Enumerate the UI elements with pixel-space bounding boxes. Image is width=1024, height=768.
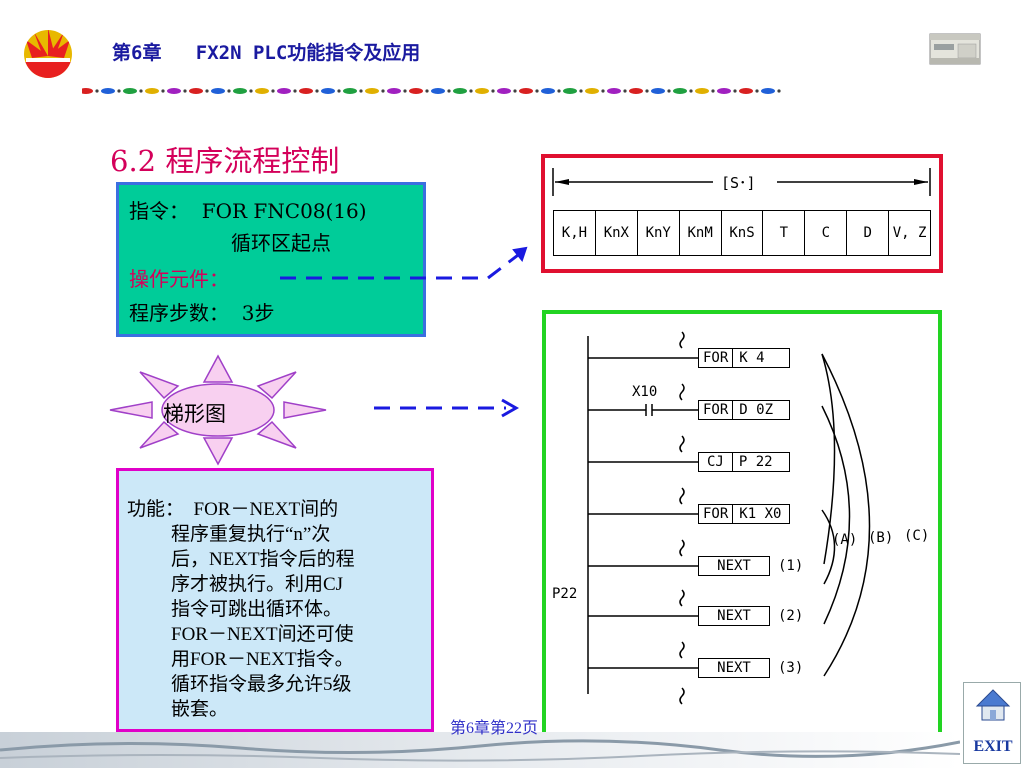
ladder-op: NEXT — [698, 606, 770, 626]
operand-cell: V, Z — [892, 225, 927, 241]
ladder-arg: D 0Z — [739, 402, 774, 418]
instruction-box: 指令： FOR FNC08(16) 循环区起点 操作元件： 程序步数： 3步 — [116, 182, 426, 337]
ladder-arg: P 22 — [738, 454, 773, 470]
ladder-op: NEXT — [698, 658, 770, 678]
ladder-instruction: FOR K1 X0 — [698, 504, 791, 524]
operand-bracket-label: [S･] — [721, 174, 756, 192]
ladder-diagram-label: 梯形图 — [163, 402, 226, 426]
function-line: 功能： FOR－NEXT间的 — [127, 499, 339, 520]
contact-label: X10 — [632, 384, 658, 400]
operand-bracket — [552, 168, 931, 196]
instruction-description: 循环区起点 — [231, 231, 331, 255]
section-title: 6.2 程序流程控制 — [110, 144, 340, 178]
company-logo — [24, 30, 72, 78]
ladder-instruction: FOR K 4 — [698, 348, 791, 368]
operand-cell: KnY — [638, 211, 680, 255]
ladder-op: CJ — [699, 453, 733, 471]
pointer-label: P22 — [552, 586, 578, 602]
program-steps: 程序步数： 3步 — [129, 301, 275, 325]
function-line: 用FOR－NEXT指令。 — [171, 649, 354, 670]
operand-cell: KnM — [680, 211, 722, 255]
nesting-label: (C) — [904, 528, 930, 544]
ladder-op: FOR — [699, 505, 734, 523]
nesting-label: (B) — [868, 530, 894, 546]
function-line: 程序重复执行“n”次 — [171, 524, 331, 545]
operand-cell: C — [805, 211, 848, 255]
ladder-diagram: X10 P22 FOR K 4 FOR D 0Z CJ P 22 FOR K1 … — [542, 310, 942, 736]
instruction-line: 指令： FOR FNC08(16) — [129, 199, 367, 223]
plc-device-image — [929, 33, 981, 65]
operand-cell: K,H — [554, 211, 596, 255]
page-number: 第6章第22页 — [450, 720, 539, 737]
ladder-instruction: CJ P 22 — [698, 452, 790, 472]
operand-cell: T — [763, 211, 806, 255]
header-divider — [82, 88, 781, 94]
ladder-arg: K1 X0 — [739, 506, 782, 522]
function-line: 序才被执行。利用CJ — [171, 574, 344, 595]
ladder-instruction: FOR D 0Z — [698, 400, 791, 420]
exit-button[interactable]: EXIT — [973, 738, 1013, 755]
operand-cell-row: K,H KnX KnY KnM KnS T C D V, Z — [553, 210, 931, 256]
operand-cell: KnX — [596, 211, 638, 255]
ladder-op: FOR — [699, 401, 734, 419]
ladder-arg: K 4 — [739, 350, 765, 366]
operand-diagram: [S･] K,H KnX KnY KnM KnS T C D V, Z — [541, 154, 943, 273]
ladder-tag: (2) — [778, 608, 804, 624]
home-icon[interactable] — [975, 688, 1011, 722]
ladder-tag: (1) — [778, 558, 804, 574]
header-title: 第6章 FX2N PLC功能指令及应用 — [112, 42, 421, 64]
nesting-label: (A) — [832, 532, 858, 548]
operand-cell: KnS — [722, 211, 764, 255]
function-line: 指令可跳出循环体。 — [171, 599, 343, 620]
function-line: 循环指令最多允许5级 — [171, 674, 352, 695]
sun-burst-shape — [109, 354, 327, 466]
function-line: FOR－NEXT间还可使 — [171, 624, 354, 645]
operand-label: 操作元件： — [129, 267, 229, 291]
function-line: 后，NEXT指令后的程 — [171, 549, 355, 570]
ladder-op: FOR — [699, 349, 734, 367]
ladder-lines — [587, 331, 871, 705]
function-line: 嵌套。 — [171, 699, 229, 720]
dashed-arrows — [280, 246, 528, 418]
ladder-op: NEXT — [698, 556, 770, 576]
ladder-tag: (3) — [778, 660, 804, 676]
footer-decoration — [0, 732, 960, 768]
operand-cell: D — [847, 211, 890, 255]
function-description-box: 功能： FOR－NEXT间的 程序重复执行“n”次 后，NEXT指令后的程 序才… — [116, 468, 434, 732]
